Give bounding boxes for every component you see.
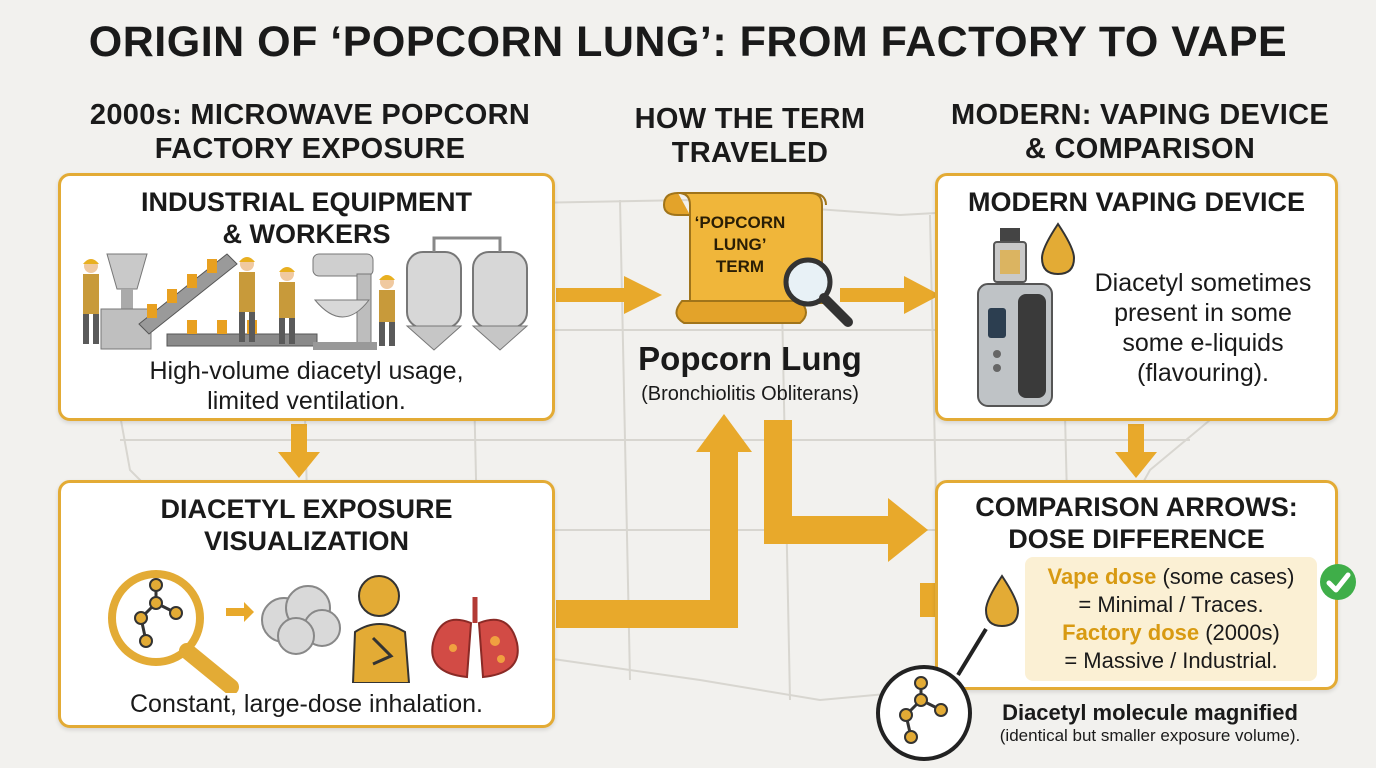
- vape-dose-line: Vape dose (some cases): [1047, 564, 1295, 589]
- page-title: ORIGIN OF ‘POPCORN LUNG’: FROM FACTORY T…: [88, 18, 1288, 66]
- factory-panel-text: High-volume diacetyl usage,limited venti…: [149, 357, 464, 415]
- factory-dose-value: = Massive / Industrial.: [1064, 648, 1278, 673]
- exposure-panel-text: Constant, large-dose inhalation.: [129, 690, 483, 718]
- check-icon: [1320, 564, 1356, 600]
- vape-dose-value: = Minimal / Traces.: [1078, 592, 1264, 617]
- e-liquid-drop-icon: [984, 574, 1020, 628]
- factory-panel-title: INDUSTRIAL EQUIPMENT& WORKERS: [140, 187, 472, 249]
- column-header-modern: MODERN: VAPING DEVICE& COMPARISON: [951, 99, 1329, 165]
- inhaling-person-icon: [351, 575, 411, 683]
- vapor-cloud-icon: [226, 585, 341, 655]
- dose-comparison-box: Vape dose (some cases) = Minimal / Trace…: [1025, 557, 1317, 681]
- vape-panel-title: MODERN VAPING DEVICE: [967, 187, 1306, 217]
- molecule-icon: [876, 627, 988, 761]
- term-name: Popcorn Lung: [638, 340, 862, 377]
- vape-mod-icon: [977, 228, 1053, 407]
- magnifier-icon: [783, 257, 853, 327]
- magnifier-molecule-icon: [108, 570, 239, 693]
- factory-dose-line: Factory dose (2000s): [1062, 620, 1280, 645]
- molecule-caption: Diacetyl molecule magnified (identical b…: [999, 700, 1301, 745]
- damaged-lungs-icon: [431, 597, 519, 679]
- e-liquid-drop-icon: [1040, 222, 1076, 276]
- factory-panel: INDUSTRIAL EQUIPMENT& WORKERS: [58, 173, 555, 421]
- term-medical-name: (Bronchiolitis Obliterans): [641, 383, 859, 405]
- comparison-panel-title: COMPARISON ARROWS:DOSE DIFFERENCE: [975, 492, 1298, 554]
- factory-workers-icon: [83, 236, 529, 351]
